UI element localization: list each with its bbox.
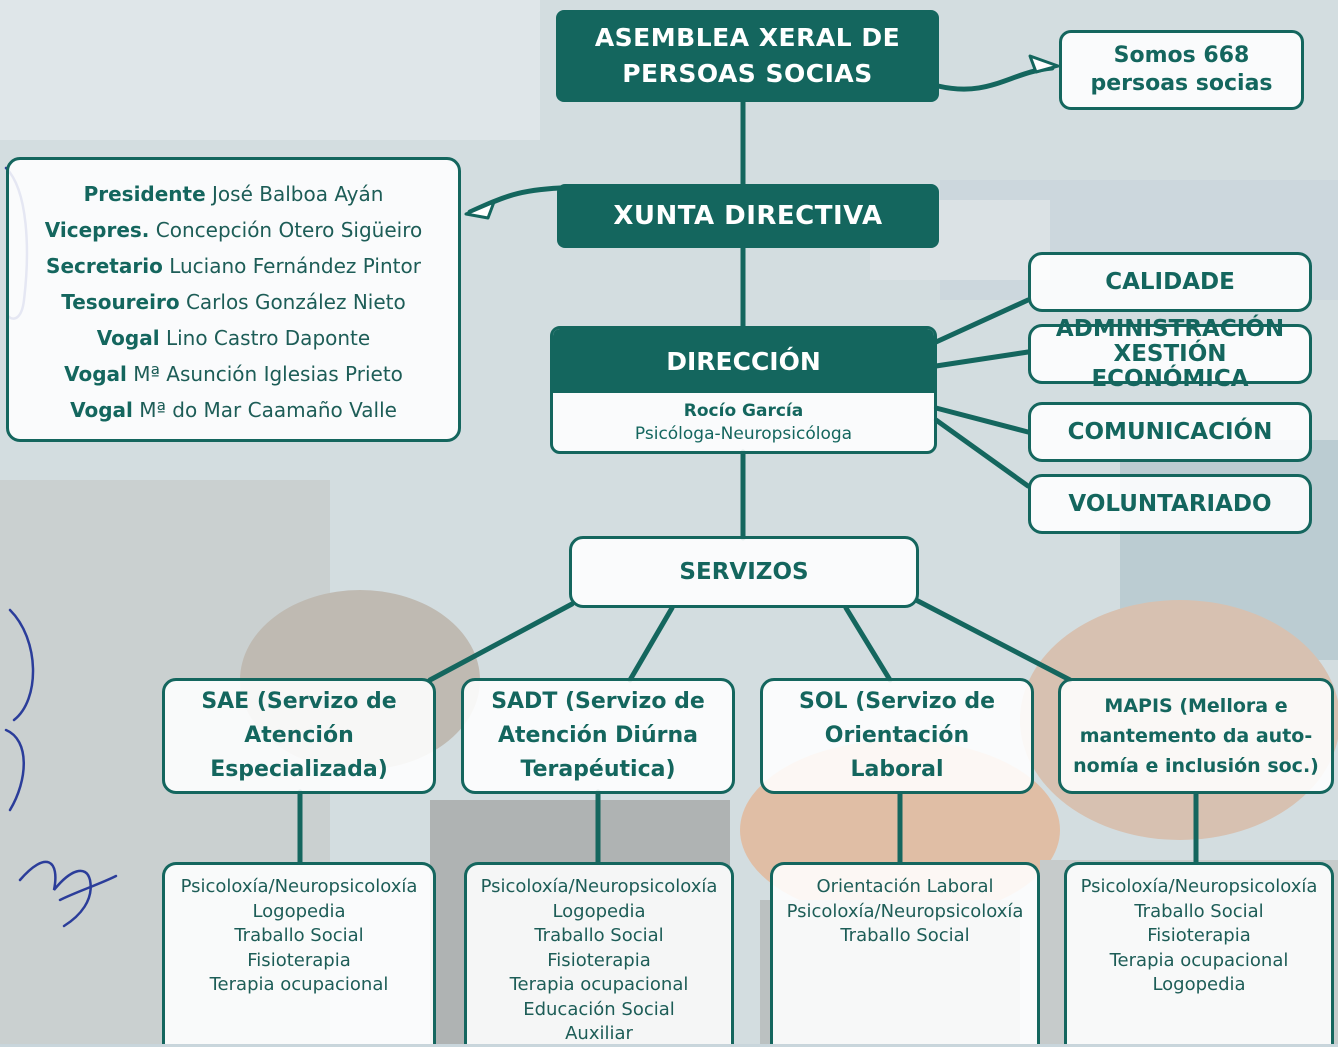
service-sadt-line3: Terapéutica) (520, 757, 676, 782)
assembly-title-line2: PERSOAS SOCIAS (622, 59, 873, 88)
service-sae-line3: Especializada) (210, 757, 388, 782)
service-mapis-line2: mantemento da auto- (1079, 725, 1313, 747)
board-title-box: XUNTA DIRECTIVA (557, 184, 939, 248)
service-sol-line2: Orientación (824, 723, 970, 748)
board-member-row: Vogal Lino Castro Daponte (17, 320, 450, 356)
staff-item: Traballo Social (840, 925, 970, 946)
area-voluntariado-label: VOLUNTARIADO (1068, 491, 1272, 517)
service-sadt-line2: Atención Diúrna (498, 723, 698, 748)
service-sadt-line1: SADT (Servizo de (491, 689, 705, 714)
service-sae-line1: SAE (Servizo de (201, 689, 397, 714)
line-direction-voluntariado (933, 417, 1031, 489)
board-member-row: Vogal Mª do Mar Caamaño Valle (17, 392, 450, 428)
staff-item: Psicoloxía/Neuropsicoloxía (786, 900, 1024, 922)
board-role: Vicepres. (44, 218, 150, 242)
board-member-row: Presidente José Balboa Ayán (17, 176, 450, 212)
service-sol-line3: Laboral (850, 757, 944, 782)
service-sae-line2: Atención (244, 723, 354, 748)
staff-item: Psicoloxía/Neuropsicoloxía (180, 876, 418, 897)
staff-item: Terapia ocupacional (209, 974, 389, 995)
assembly-box: ASEMBLEA XERAL DE PERSOAS SOCIAS (556, 10, 939, 102)
direction-header: DIRECCIÓN (553, 329, 934, 393)
service-sae: SAE (Servizo de Atención Especializada) (162, 678, 436, 794)
service-mapis-line3: nomía e inclusión soc.) (1073, 755, 1319, 777)
service-mapis: MAPIS (Mellora e mantemento da auto- nom… (1058, 678, 1334, 794)
line-services-sae (427, 601, 575, 683)
board-member-name: Lino Castro Daponte (165, 326, 371, 350)
direction-details: Rocío García Psicóloga-Neuropsicóloga (553, 399, 934, 445)
line-direction-admin (933, 349, 1031, 369)
staff-list-sol: Orientación Laboral Psicoloxía/Neuropsic… (770, 862, 1040, 1044)
staff-item: Traballo Social (1134, 900, 1264, 922)
board-role: Vogal (70, 398, 133, 422)
services-title: SERVIZOS (679, 559, 809, 585)
area-administracion: ADMINISTRACIÓN XESTIÓN ECONÓMICA (1028, 316, 1312, 391)
staff-item: Logopedia (1152, 974, 1246, 995)
line-services-mapis (913, 597, 1073, 683)
line-services-sol (843, 605, 893, 683)
staff-item: Fisioterapia (1147, 925, 1251, 946)
board-member-name: Carlos González Nieto (185, 290, 406, 314)
board-member-row: Tesoureiro Carlos González Nieto (17, 284, 450, 320)
staff-item: Educación Social (523, 998, 675, 1020)
direction-person: Rocío García (683, 401, 804, 421)
service-sol-line1: SOL (Servizo de (798, 689, 996, 714)
board-role: Vogal (96, 326, 160, 350)
staff-item: Terapia ocupacional (1109, 949, 1289, 971)
board-member-name: Concepción Otero Sigüeiro (155, 218, 423, 242)
service-mapis-line1: MAPIS (Mellora e (1104, 695, 1288, 717)
members-count-line2: persoas socias (1090, 71, 1273, 96)
members-count-box: Somos 668 persoas socias (1059, 30, 1304, 110)
staff-item: Traballo Social (534, 925, 664, 946)
staff-item: Fisioterapia (247, 949, 351, 971)
line-services-sadt (627, 605, 675, 683)
staff-item: Fisioterapia (547, 949, 651, 971)
board-role: Vogal (64, 362, 127, 386)
staff-item: Psicoloxía/Neuropsicoloxía (480, 876, 718, 897)
service-sadt: SADT (Servizo de Atención Diúrna Terapéu… (461, 678, 735, 794)
board-members-box: Presidente José Balboa Ayán Vicepres. Co… (6, 157, 461, 442)
board-member-row: Vogal Mª Asunción Iglesias Prieto (17, 356, 450, 392)
area-voluntariado: VOLUNTARIADO (1028, 474, 1312, 534)
direction-box: DIRECCIÓN Rocío García Psicóloga-Neurops… (550, 326, 937, 454)
board-role: Secretario (46, 254, 163, 278)
arrowhead-board (464, 200, 496, 220)
area-calidade-label: CALIDADE (1105, 269, 1235, 295)
line-direction-comunicacion (933, 405, 1031, 435)
staff-list-sae: Psicoloxía/Neuropsicoloxía Logopedia Tra… (162, 862, 436, 1044)
board-member-name: Mª Asunción Iglesias Prieto (133, 362, 403, 386)
staff-list-mapis: Psicoloxía/Neuropsicoloxía Traballo Soci… (1064, 862, 1334, 1044)
board-member-row: Secretario Luciano Fernández Pintor (17, 248, 450, 284)
board-member-name: Luciano Fernández Pintor (169, 254, 421, 278)
area-xestion-label: XESTIÓN ECONÓMICA (1091, 340, 1249, 392)
area-calidade: CALIDADE (1028, 252, 1312, 312)
arrowhead-members (1028, 54, 1060, 74)
staff-item: Logopedia (552, 900, 646, 922)
staff-item: Logopedia (252, 900, 346, 922)
board-role: Presidente (83, 182, 206, 206)
staff-list-sadt: Psicoloxía/Neuropsicoloxía Logopedia Tra… (464, 862, 734, 1044)
direction-title: DIRECCIÓN (666, 346, 821, 376)
board-member-name: Mª do Mar Caamaño Valle (139, 398, 397, 422)
area-administracion-label: ADMINISTRACIÓN (1055, 315, 1285, 342)
board-role: Tesoureiro (61, 290, 180, 314)
direction-job: Psicóloga-Neuropsicóloga (634, 424, 853, 444)
line-direction-calidade (933, 297, 1031, 345)
staff-item: Orientación Laboral (816, 876, 994, 897)
service-sol: SOL (Servizo de Orientación Laboral (760, 678, 1034, 794)
area-comunicacion: COMUNICACIÓN (1028, 402, 1312, 462)
staff-item: Psicoloxía/Neuropsicoloxía (1080, 876, 1318, 897)
services-box: SERVIZOS (569, 536, 919, 608)
staff-item: Traballo Social (234, 925, 364, 946)
staff-item: Terapia ocupacional (509, 974, 689, 995)
board-member-name: José Balboa Ayán (212, 182, 384, 206)
assembly-title-line1: ASEMBLEA XERAL DE (594, 22, 901, 52)
members-count-line1: Somos 668 (1113, 43, 1250, 68)
area-comunicacion-label: COMUNICACIÓN (1067, 419, 1273, 445)
staff-item: Auxiliar (565, 1023, 633, 1044)
board-member-row: Vicepres. Concepción Otero Sigüeiro (17, 212, 450, 248)
board-title: XUNTA DIRECTIVA (613, 201, 883, 231)
